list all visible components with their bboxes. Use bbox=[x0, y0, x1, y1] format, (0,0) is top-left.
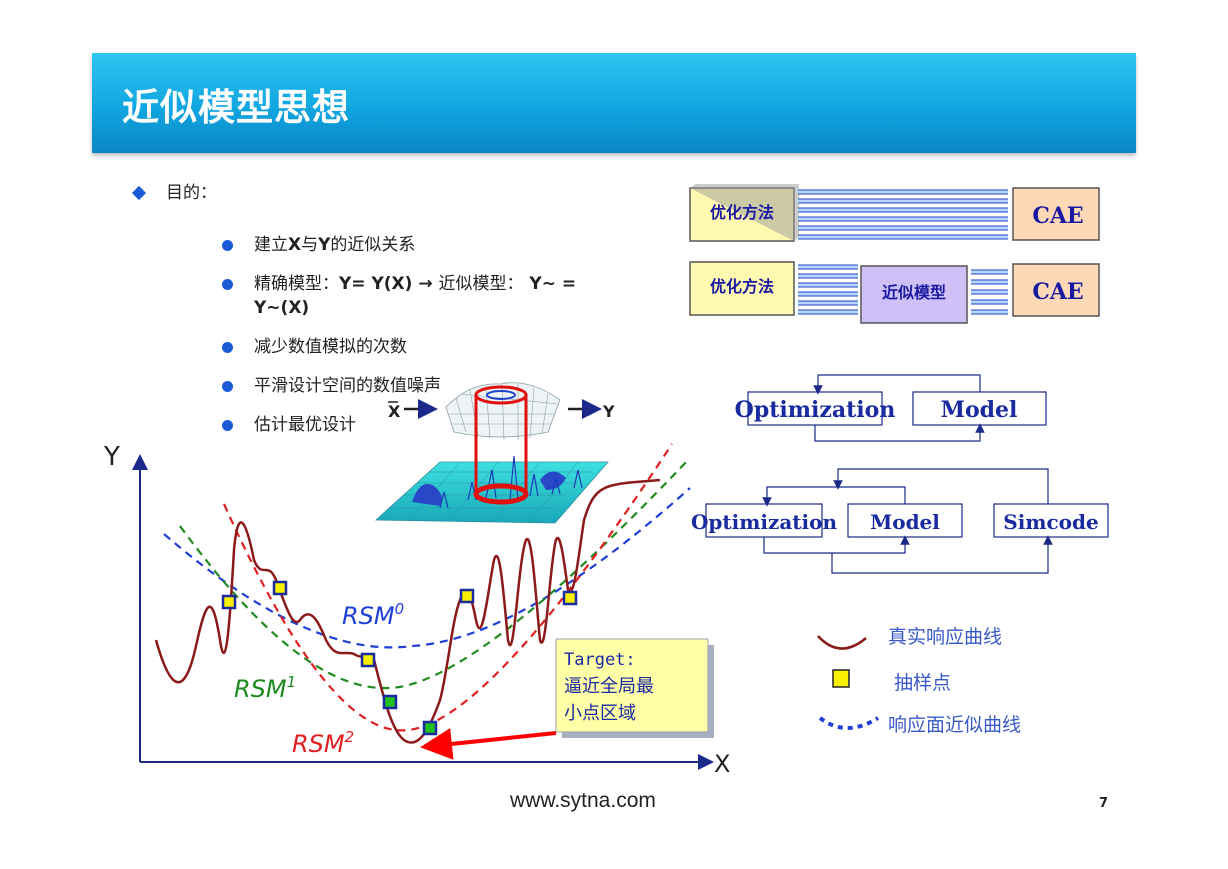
purpose-list: 建立X与Y的近似关系 精确模型：Y= Y(X) → 近似模型： Y~ =Y~(X… bbox=[182, 233, 662, 452]
loop-arrow bbox=[763, 535, 910, 554]
flow-diagram-direct: 优化方法 CAE bbox=[689, 184, 1100, 242]
item-text: Y= Y(X) → bbox=[339, 274, 439, 294]
simcode-label: Simcode bbox=[1003, 510, 1098, 534]
optimization-label: Optimization bbox=[735, 397, 896, 423]
purpose-heading: 目的： bbox=[131, 178, 217, 203]
item-text: 减少数值模拟的次数 bbox=[254, 337, 407, 357]
legend-sample-point: 抽样点 bbox=[894, 672, 951, 694]
x-axis-label: X bbox=[714, 750, 730, 778]
data-transfer-arrows bbox=[798, 189, 1008, 240]
rsm0-curve bbox=[163, 487, 691, 649]
page-number: 7 bbox=[1099, 796, 1109, 811]
optimization-method-label: 优化方法 bbox=[710, 203, 774, 222]
list-item: 估计最优设计 bbox=[222, 413, 662, 437]
dot-bullet-icon bbox=[222, 279, 233, 290]
item-text: 平滑设计空间的数值噪声 bbox=[254, 376, 441, 396]
loop-arrow bbox=[813, 374, 981, 395]
optimization-method-box bbox=[689, 261, 795, 316]
sample-point-refined bbox=[422, 720, 438, 736]
target-callout bbox=[555, 638, 709, 733]
item-text: Y~(X) bbox=[254, 298, 310, 318]
dot-bullet-icon bbox=[222, 381, 233, 392]
dot-bullet-icon bbox=[222, 420, 233, 431]
item-text: Y~ = bbox=[523, 274, 577, 294]
rsm2-curve bbox=[222, 443, 673, 732]
sample-point bbox=[272, 580, 288, 596]
page-title: 近似模型思想 bbox=[122, 86, 350, 129]
y-axis-label: Y bbox=[103, 442, 120, 472]
simcode-box bbox=[993, 503, 1109, 538]
list-item: 减少数值模拟的次数 bbox=[222, 335, 662, 359]
sample-point bbox=[562, 590, 578, 606]
approximation-plot: Y X RSM0 RSM1 RSM2 Target: 逼近全局最 小点区域 bbox=[103, 442, 730, 778]
data-transfer-arrows bbox=[798, 264, 858, 315]
model-label: Model bbox=[870, 510, 940, 534]
loop-diagram-direct: Optimization Model bbox=[735, 374, 1047, 442]
loop-arrow bbox=[762, 486, 906, 507]
loop-arrow bbox=[833, 468, 1049, 504]
target-arrow bbox=[420, 728, 557, 760]
item-text: X bbox=[288, 235, 302, 255]
surface-y-label: Y bbox=[602, 402, 615, 421]
list-item: 平滑设计空间的数值噪声 bbox=[222, 374, 662, 398]
item-text: 估计最优设计 bbox=[254, 415, 356, 435]
target-callout-line: Target: bbox=[564, 650, 636, 670]
list-item: 精确模型：Y= Y(X) → 近似模型： Y~ = Y~(X) bbox=[222, 272, 662, 320]
sample-point-refined bbox=[382, 694, 398, 710]
item-text: 与 bbox=[301, 235, 319, 255]
cae-box bbox=[1012, 187, 1100, 241]
sample-point-legend-icon bbox=[832, 669, 850, 688]
loop-arrow bbox=[831, 535, 1053, 574]
model-box bbox=[912, 391, 1047, 426]
legend: 真实响应曲线 抽样点 响应面近似曲线 bbox=[817, 626, 1021, 736]
item-text: 精确模型： bbox=[254, 274, 339, 294]
item-text: 的近似关系 bbox=[330, 235, 416, 255]
optimization-box bbox=[747, 391, 883, 426]
optimization-method-label: 优化方法 bbox=[710, 277, 774, 296]
loop-diagram-approx: Optimization Model Simcode bbox=[691, 468, 1109, 574]
optimization-box bbox=[705, 503, 823, 538]
cylinder-bottom bbox=[473, 483, 529, 505]
model-label: Model bbox=[941, 397, 1018, 423]
optimization-label: Optimization bbox=[691, 510, 837, 534]
true-curve-legend-icon bbox=[817, 635, 867, 650]
item-text: 建立 bbox=[254, 235, 288, 255]
flow-diagram-approx: 优化方法 近似模型 CAE bbox=[689, 261, 1100, 324]
item-text: Y bbox=[318, 235, 331, 255]
cae-label: CAE bbox=[1032, 203, 1083, 229]
target-callout-line: 逼近全局最 bbox=[564, 676, 654, 697]
footer-url: www.sytna.com bbox=[510, 789, 656, 812]
approx-model-label: 近似模型 bbox=[882, 283, 946, 302]
dot-bullet-icon bbox=[222, 240, 233, 251]
approx-curve-legend-icon bbox=[818, 716, 880, 730]
rsm2-label: RSM2 bbox=[292, 728, 354, 758]
cae-box bbox=[1012, 263, 1100, 317]
item-text: 近似模型： bbox=[438, 274, 524, 294]
target-callout-line: 小点区域 bbox=[564, 703, 636, 724]
cae-label: CAE bbox=[1032, 279, 1083, 305]
surface-x-label: X bbox=[388, 402, 401, 421]
response-surface-illustration: X Y bbox=[374, 382, 615, 524]
list-item: 建立X与Y的近似关系 bbox=[222, 233, 662, 257]
rsm1-label: RSM1 bbox=[234, 673, 296, 703]
sample-point bbox=[360, 652, 376, 668]
rsm1-curve bbox=[179, 459, 689, 690]
true-response-curve bbox=[154, 478, 661, 744]
legend-approx-curve: 响应面近似曲线 bbox=[888, 714, 1021, 736]
rsm0-label: RSM0 bbox=[342, 600, 404, 630]
sample-point bbox=[459, 588, 475, 604]
sample-point bbox=[221, 594, 237, 610]
dot-bullet-icon bbox=[222, 342, 233, 353]
title-banner: 近似模型思想 bbox=[92, 53, 1136, 153]
loop-arrow bbox=[814, 423, 985, 442]
purpose-label: 目的： bbox=[166, 183, 217, 203]
legend-true-curve: 真实响应曲线 bbox=[888, 626, 1002, 648]
approx-model-box bbox=[860, 265, 968, 324]
